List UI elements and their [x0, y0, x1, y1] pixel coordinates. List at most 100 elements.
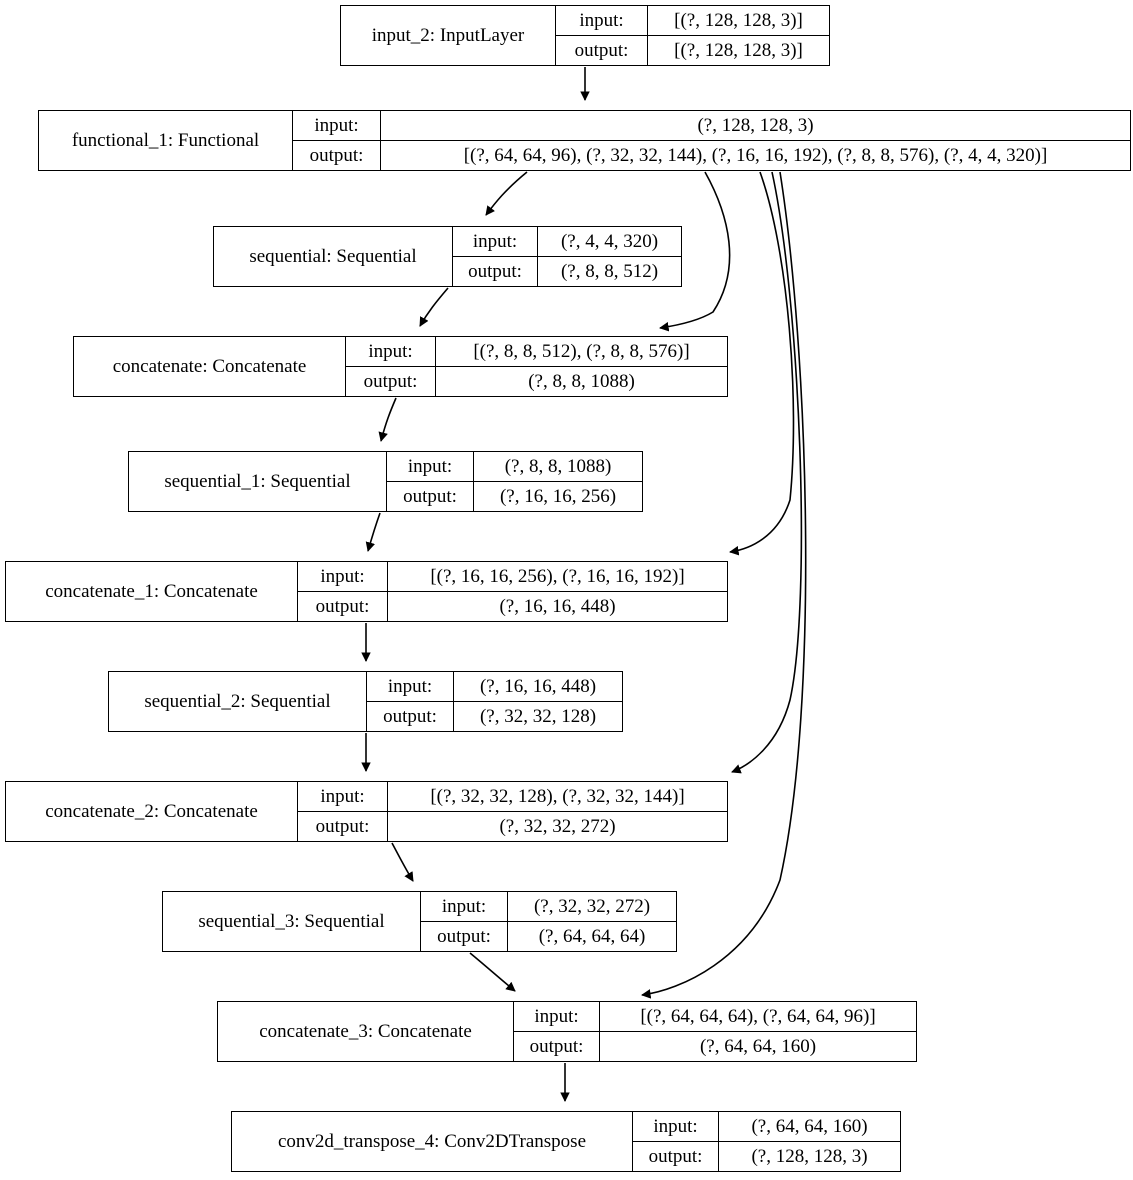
- node-input-shape-concatenate_2: [(?, 32, 32, 128), (?, 32, 32, 144)]: [430, 785, 685, 807]
- node-input-shape-functional_1: (?, 128, 128, 3): [697, 114, 814, 136]
- node-input-row-conv2d_transpose_4: input: (?, 64, 64, 160): [633, 1112, 900, 1142]
- node-output-label: output:: [298, 811, 388, 841]
- edge-concatenate_2-to-sequential_3: [391, 842, 414, 882]
- node-input-shape-sequential: (?, 4, 4, 320): [560, 230, 659, 252]
- node-output-shape-concatenate_2: (?, 32, 32, 272): [499, 815, 616, 837]
- node-output-label: output:: [556, 35, 648, 65]
- node-output-label: output:: [367, 701, 454, 731]
- node-io-concatenate: input: [(?, 8, 8, 512), (?, 8, 8, 576)] ou…: [346, 337, 727, 396]
- edge-sequential-to-concatenate: [419, 287, 449, 327]
- node-input-shape-concatenate_3: [(?, 64, 64, 64), (?, 64, 64, 96)]: [640, 1005, 876, 1027]
- node-name-sequential_2: sequential_2: Sequential: [109, 672, 367, 731]
- node-input-label: input:: [346, 337, 436, 366]
- node-output-label: output:: [293, 140, 381, 170]
- node-io-sequential: input: (?, 4, 4, 320) output: (?, 8, 8, 512…: [453, 227, 681, 286]
- node-input-row-concatenate_1: input: [(?, 16, 16, 256), (?, 16, 16, 192…: [298, 562, 727, 592]
- node-output-shape-concatenate_1: (?, 16, 16, 448): [499, 595, 616, 617]
- node-output-shape-functional_1: [(?, 64, 64, 96), (?, 32, 32, 144), (?, …: [463, 144, 1048, 166]
- edge-sequential_1-to-concatenate_1: [365, 512, 381, 552]
- node-name-concatenate_3: concatenate_3: Concatenate: [218, 1002, 514, 1061]
- node-input-label: input:: [298, 562, 388, 591]
- node-output-row-functional_1: output: [(?, 64, 64, 96), (?, 32, 32, 144…: [293, 140, 1130, 170]
- node-name-input_2: input_2: InputLayer: [341, 6, 556, 65]
- node-output-row-sequential: output: (?, 8, 8, 512): [453, 256, 681, 286]
- node-output-row-input_2: output: [(?, 128, 128, 3)]: [556, 35, 829, 65]
- node-output-label: output:: [346, 366, 436, 396]
- node-output-row-concatenate_2: output: (?, 32, 32, 272): [298, 811, 727, 841]
- node-name-concatenate: concatenate: Concatenate: [74, 337, 346, 396]
- node-input-row-functional_1: input: (?, 128, 128, 3): [293, 111, 1130, 141]
- node-output-row-sequential_1: output: (?, 16, 16, 256): [387, 481, 642, 511]
- node-output-shape-sequential: (?, 8, 8, 512): [560, 260, 659, 282]
- node-output-shape-sequential_1: (?, 16, 16, 256): [499, 485, 617, 507]
- node-io-functional_1: input: (?, 128, 128, 3) output: [(?, 64, 64…: [293, 111, 1130, 170]
- node-output-label: output:: [298, 591, 388, 621]
- node-input-shape-concatenate: [(?, 8, 8, 512), (?, 8, 8, 576)]: [473, 340, 690, 362]
- node-input-shape-conv2d_transpose_4: (?, 64, 64, 160): [751, 1115, 868, 1137]
- node-output-row-concatenate: output:(?, 8, 8, 1088): [346, 366, 727, 396]
- node-input-row-sequential_2: input:(?, 16, 16, 448): [367, 672, 622, 702]
- node-name-functional_1: functional_1: Functional: [39, 111, 293, 170]
- node-output-row-sequential_3: output: (?, 64, 64, 64): [421, 921, 676, 951]
- node-input-shape-sequential_3: (?, 32, 32, 272): [533, 895, 651, 917]
- edge-concatenate-to-sequential_1: [378, 397, 397, 442]
- node-name-sequential: sequential: Sequential: [214, 227, 453, 286]
- edge-functional_1-to-concatenate_1: [729, 171, 795, 556]
- node-name-conv2d_transpose_4: conv2d_transpose_4: Conv2DTranspose: [232, 1112, 633, 1171]
- node-output-label: output:: [421, 921, 508, 951]
- node-output-shape-conv2d_transpose_4: (?, 128, 128, 3): [751, 1145, 868, 1167]
- node-io-sequential_1: input:(?, 8, 8, 1088)output: (?, 16, 16, …: [387, 452, 642, 511]
- node-io-concatenate_1: input: [(?, 16, 16, 256), (?, 16, 16, 192…: [298, 562, 727, 621]
- node-output-shape-input_2: [(?, 128, 128, 3)]: [674, 39, 803, 61]
- node-output-label: output:: [453, 256, 538, 286]
- node-input-label: input:: [633, 1112, 719, 1141]
- node-input-label: input:: [556, 6, 648, 35]
- node-input-shape-concatenate_1: [(?, 16, 16, 256), (?, 16, 16, 192)]: [430, 565, 685, 587]
- edge-functional_1-to-sequential: [485, 171, 528, 216]
- node-input-row-sequential_1: input:(?, 8, 8, 1088): [387, 452, 642, 482]
- node-output-label: output:: [633, 1141, 719, 1171]
- node-input-label: input:: [293, 111, 381, 140]
- node-output-row-sequential_2: output: (?, 32, 32, 128): [367, 701, 622, 731]
- node-name-sequential_1: sequential_1: Sequential: [129, 452, 387, 511]
- node-input-row-concatenate_2: input:[(?, 32, 32, 128), (?, 32, 32, 144…: [298, 782, 727, 812]
- node-input-row-sequential: input: (?, 4, 4, 320): [453, 227, 681, 257]
- node-output-label: output:: [514, 1031, 600, 1061]
- node-output-shape-sequential_2: (?, 32, 32, 128): [479, 705, 597, 727]
- node-input-shape-input_2: [(?, 128, 128, 3)]: [674, 9, 803, 31]
- node-input-label: input:: [453, 227, 538, 256]
- node-name-concatenate_1: concatenate_1: Concatenate: [6, 562, 298, 621]
- node-io-concatenate_3: input: [(?, 64, 64, 64), (?, 64, 64, 96)]…: [514, 1002, 916, 1061]
- node-io-sequential_2: input:(?, 16, 16, 448)output: (?, 32, 32,…: [367, 672, 622, 731]
- node-io-input_2: input: [(?, 128, 128, 3)] output: [(?, 128,…: [556, 6, 829, 65]
- node-output-shape-concatenate_3: (?, 64, 64, 160): [699, 1035, 817, 1057]
- node-input-label: input:: [514, 1002, 600, 1031]
- node-input-row-sequential_3: input: (?, 32, 32, 272): [421, 892, 676, 922]
- node-input-label: input:: [387, 452, 474, 481]
- node-output-row-concatenate_3: output: (?, 64, 64, 160): [514, 1031, 916, 1061]
- node-input-row-input_2: input: [(?, 128, 128, 3)]: [556, 6, 829, 36]
- node-input-row-concatenate_3: input: [(?, 64, 64, 64), (?, 64, 64, 96)]: [514, 1002, 916, 1032]
- node-io-sequential_3: input: (?, 32, 32, 272) output: (?, 64, 64,…: [421, 892, 676, 951]
- node-input-label: input:: [421, 892, 508, 921]
- node-name-sequential_3: sequential_3: Sequential: [163, 892, 421, 951]
- node-output-shape-sequential_3: (?, 64, 64, 64): [538, 925, 646, 947]
- node-output-row-concatenate_1: output: (?, 16, 16, 448): [298, 591, 727, 621]
- node-output-label: output:: [387, 481, 474, 511]
- node-output-row-conv2d_transpose_4: output: (?, 128, 128, 3): [633, 1141, 900, 1171]
- edge-sequential_3-to-concatenate_3: [469, 952, 516, 992]
- node-input-row-concatenate: input: [(?, 8, 8, 512), (?, 8, 8, 576)]: [346, 337, 727, 367]
- node-name-concatenate_2: concatenate_2: Concatenate: [6, 782, 298, 841]
